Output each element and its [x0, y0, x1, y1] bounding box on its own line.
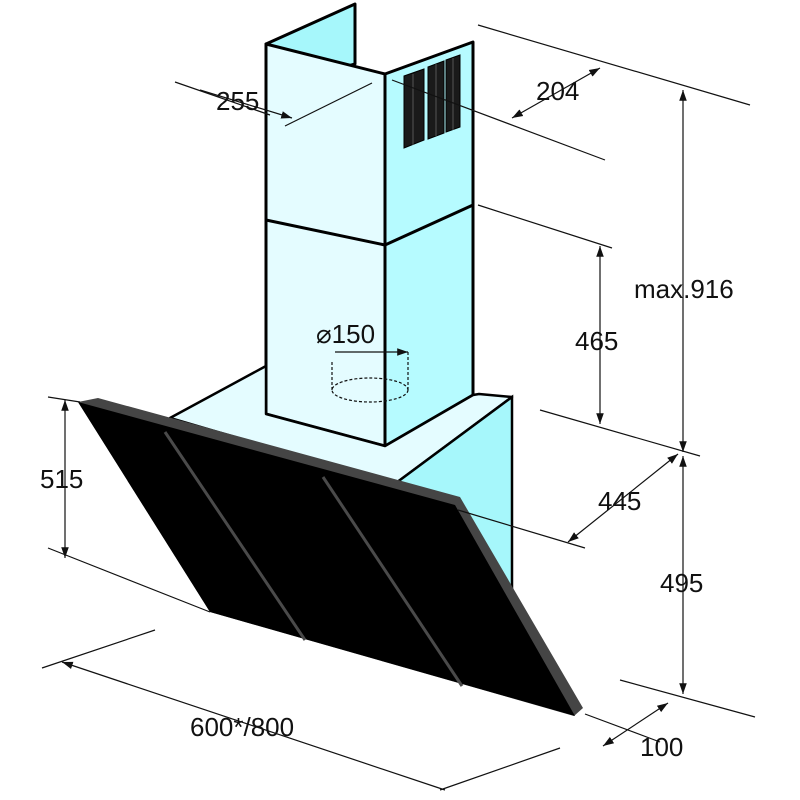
dim-chimney-width: 204	[536, 76, 579, 106]
glass-panel	[78, 398, 583, 716]
dim-body-height: 495	[660, 568, 703, 598]
dim-panel-projection: 100	[640, 732, 683, 762]
dim-chimney-depth: 255	[216, 86, 259, 116]
duct-outline	[331, 348, 409, 403]
dim-max-height: max.916	[634, 274, 734, 304]
dim-body-depth: 445	[598, 486, 641, 516]
dim-glass-height: 515	[40, 464, 83, 494]
dim-width: 600*/800	[190, 712, 294, 742]
vent-grille-icon	[403, 54, 461, 149]
dim-duct-diameter: ⌀150	[316, 319, 375, 349]
chimney-front-face	[264, 42, 387, 448]
chimney-seam	[265, 203, 474, 247]
dimension-lines	[41, 24, 756, 791]
dim-chimney-lower: 465	[575, 326, 618, 356]
